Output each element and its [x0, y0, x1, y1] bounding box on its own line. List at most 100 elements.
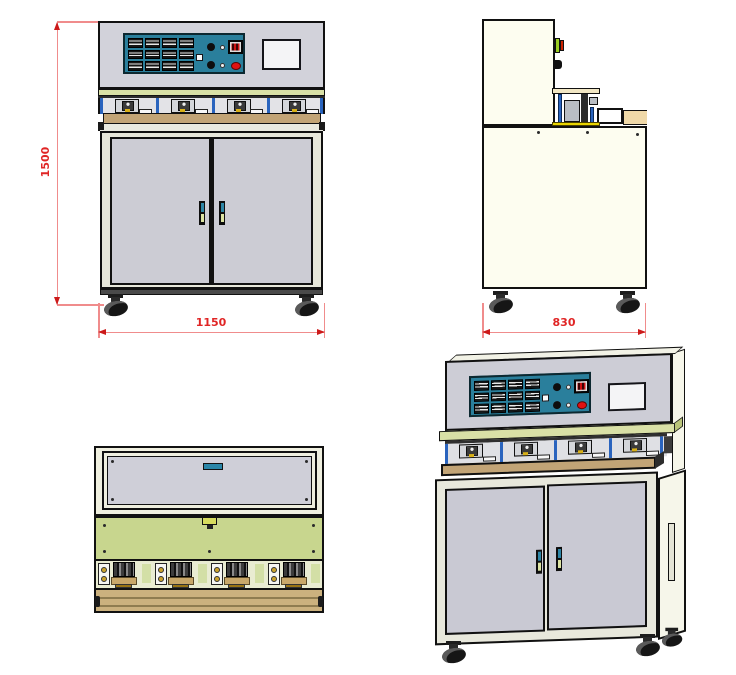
iso-side-slot [668, 523, 675, 581]
tv-brass-bar [228, 584, 245, 588]
extension-line [482, 303, 484, 338]
door-handle [536, 549, 542, 574]
tv-connector-block [211, 563, 223, 585]
fixture-station [554, 438, 609, 461]
mech-yellow-base [552, 122, 600, 126]
extension-line [323, 303, 325, 338]
extension-line [57, 304, 104, 306]
fixture-station [267, 98, 323, 114]
mech-slide-block [564, 100, 580, 122]
clamp-fixture [513, 441, 538, 457]
work-pad [591, 452, 605, 458]
tv-cover-section [94, 446, 324, 516]
dimension-label-width: 1150 [195, 316, 227, 329]
fixture-station [211, 98, 268, 114]
tv-brass-bar [284, 584, 302, 588]
counter-switch [508, 379, 523, 390]
clamp-fixture [459, 443, 483, 459]
tv-connector-block [154, 563, 167, 585]
control-housing [98, 21, 325, 89]
fixture-station [155, 98, 212, 114]
counter-switch [491, 379, 506, 391]
arrowhead-icon [638, 328, 646, 335]
iso-door-right [547, 480, 647, 631]
counter-switch [128, 61, 143, 71]
indicator-button [207, 61, 215, 69]
corner-bracket [98, 122, 104, 130]
rail-post [554, 440, 557, 461]
screw-dot [305, 498, 308, 501]
door-handle [219, 201, 225, 225]
tv-latch-notch [207, 525, 213, 529]
counter-switch [145, 49, 160, 60]
mech-small-block [589, 97, 598, 105]
iso-control-panel [469, 371, 591, 418]
counter-switch [474, 392, 489, 403]
side-view [482, 19, 647, 315]
cabinet [100, 131, 323, 289]
tv-connector-block [98, 563, 110, 585]
caster [634, 634, 663, 658]
counter-switch [128, 49, 143, 60]
rail-post [445, 443, 448, 464]
caster [660, 627, 685, 649]
tv-clamp-block [282, 562, 305, 577]
tv-gray-panel [107, 456, 312, 505]
tv-side-handle [95, 596, 100, 607]
indicator-button [553, 400, 561, 410]
tv-fixture-station [209, 561, 266, 588]
tv-clamp-block [169, 562, 192, 577]
extension-line [98, 303, 100, 338]
tv-table-line [98, 597, 320, 599]
rail-post [100, 98, 103, 114]
fixture-station [608, 436, 664, 459]
dimension-line-height [56, 22, 58, 305]
tv-green-panel [94, 516, 324, 561]
mech-tan-box [623, 110, 647, 125]
counter-switch [128, 38, 143, 48]
corner-bracket [319, 122, 325, 130]
caster [614, 291, 643, 315]
emergency-stop-button-icon [577, 401, 587, 410]
counter-switch [508, 402, 523, 413]
caster [293, 294, 322, 318]
switch-grid [474, 378, 540, 414]
arrowhead-icon [98, 328, 106, 335]
tv-fixture-row [94, 561, 324, 588]
arrowhead-icon [53, 297, 60, 305]
iso-door-left [445, 485, 545, 635]
screw-dot [636, 133, 639, 136]
counter-switch [145, 61, 160, 71]
iso-deck-end-block [664, 436, 672, 454]
iso-front-faces [435, 346, 684, 661]
indicator-red [560, 40, 564, 51]
tv-clamp-block [113, 562, 135, 577]
iso-display-screen [608, 381, 646, 412]
power-switch-icon [228, 40, 243, 54]
rail-post [267, 98, 271, 114]
counter-switch [525, 402, 540, 413]
counter-switch [508, 390, 523, 402]
frame-band [98, 124, 325, 131]
screw-dot [103, 550, 106, 553]
cabinet-side [482, 126, 647, 289]
screw-dot [111, 460, 114, 463]
tv-latch [202, 517, 217, 525]
switch-grid [128, 38, 194, 71]
mech-top-plate [552, 88, 600, 94]
fixture-station [499, 440, 555, 463]
worktable [103, 113, 321, 124]
square-button [196, 54, 203, 61]
fixture-station [100, 98, 156, 114]
tv-table-line [98, 605, 320, 607]
arrowhead-icon [53, 22, 60, 30]
tv-connector-block [267, 563, 280, 585]
cabinet-door-left [110, 137, 211, 285]
indicator-lamp [566, 402, 571, 408]
work-pad [537, 454, 550, 460]
tv-clamp-block [226, 562, 248, 577]
isometric-view [435, 345, 736, 675]
extension-line [57, 21, 98, 23]
mech-column [581, 94, 588, 123]
rail-shadow [98, 95, 325, 98]
